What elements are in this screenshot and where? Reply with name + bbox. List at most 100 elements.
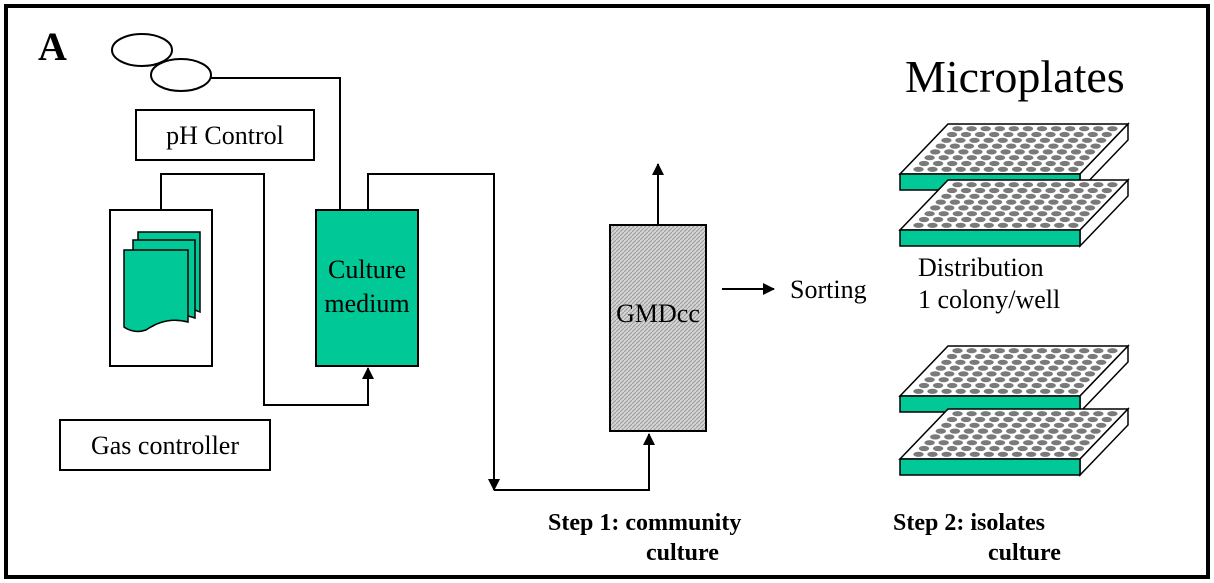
microplate-well <box>1084 205 1096 211</box>
microplate-well <box>1022 411 1034 417</box>
microplate-well <box>1056 205 1068 211</box>
microplate-well <box>1025 422 1037 428</box>
microplate-well <box>975 445 986 452</box>
step1-line2: culture <box>646 540 719 566</box>
microplate-well <box>1051 211 1062 217</box>
microplate-well <box>1025 193 1037 199</box>
microplate-well <box>1054 388 1065 394</box>
microplate-well <box>944 149 955 155</box>
microplate-well <box>1019 428 1031 434</box>
microplate-well <box>1011 193 1022 199</box>
microplate-well <box>952 377 963 383</box>
microplate-well <box>989 187 1000 194</box>
microplate-well <box>1045 160 1056 167</box>
microplate-well <box>1056 149 1068 155</box>
microplate-well <box>1059 160 1071 167</box>
microplate-well <box>966 126 977 132</box>
microplate-well <box>1050 182 1062 188</box>
stacked-sheets-icon <box>123 231 201 333</box>
microplate-well <box>960 187 972 194</box>
microplate-well <box>1093 348 1104 354</box>
microplate-well <box>980 411 991 417</box>
microplate-well <box>975 160 986 167</box>
microplate-well <box>997 137 1008 143</box>
microplate-well <box>1067 193 1079 199</box>
microplate-well <box>1006 428 1017 434</box>
microplate-well <box>980 440 992 446</box>
microplate-well <box>980 348 991 354</box>
microplate-well <box>963 428 975 434</box>
microplate-well <box>947 216 958 223</box>
microplate-well <box>1059 382 1071 389</box>
microplate-well <box>1064 411 1076 417</box>
microplate-well <box>924 440 935 446</box>
microplate-well <box>989 382 1000 389</box>
microplate-well <box>1003 416 1014 423</box>
microplate-well <box>997 222 1009 228</box>
microplate-well <box>1096 359 1107 365</box>
microplate-well <box>983 222 994 228</box>
microplate-well <box>1081 193 1093 199</box>
microplate-well <box>1036 182 1048 188</box>
gas-controller-label: Gas controller <box>91 431 239 460</box>
microplate-well <box>1011 388 1023 394</box>
microplate-well <box>997 193 1008 199</box>
microplate-well <box>1025 166 1037 172</box>
microplate-well <box>1073 216 1085 223</box>
microplate-well <box>958 205 969 211</box>
microplate-well <box>932 160 944 167</box>
microplate-well <box>952 182 963 188</box>
microplate-well <box>1036 411 1048 417</box>
microplate-well <box>1081 137 1093 143</box>
microplate-well <box>1031 382 1042 389</box>
microplate-well <box>997 388 1009 394</box>
step2-line1: Step 2: isolates <box>893 510 1045 536</box>
microplate-well <box>944 371 955 377</box>
microplate-well <box>1090 365 1101 371</box>
microplate-well <box>1011 451 1023 457</box>
microplate-well <box>918 160 930 167</box>
microplate-well <box>1056 371 1068 377</box>
microplate-well <box>994 211 1006 217</box>
distribution-line2: 1 colony/well <box>918 285 1060 314</box>
microplate-well <box>1054 222 1065 228</box>
microplate-well <box>952 211 963 217</box>
microplate-well <box>1045 131 1056 138</box>
microplate-well <box>927 166 938 172</box>
microplate-well <box>966 155 978 161</box>
microplate-well <box>1093 126 1104 132</box>
microplate-well <box>1031 216 1042 223</box>
microplate-well <box>952 155 963 161</box>
microplate-well <box>961 382 972 389</box>
microplate-icon <box>898 344 1130 414</box>
microplate-well <box>960 131 972 138</box>
microplate-well <box>1006 143 1017 149</box>
microplate-well <box>983 451 994 457</box>
microplate-well <box>1050 348 1062 354</box>
microplate-well <box>1045 382 1056 389</box>
panel-label: A <box>38 24 67 69</box>
microplate-well <box>1017 160 1028 167</box>
microplate-well <box>1062 365 1073 371</box>
microplate-well <box>1073 382 1085 389</box>
microplate-well <box>1084 371 1096 377</box>
microplate-well <box>977 428 989 434</box>
microplate-well <box>1039 193 1051 199</box>
microplate-well <box>944 434 955 440</box>
microplate-well <box>1065 155 1076 161</box>
microplate-well <box>966 348 977 354</box>
microplate-well <box>1056 434 1068 440</box>
microplate-well <box>930 205 941 211</box>
microplate-well <box>966 440 978 446</box>
microplate-well <box>1008 377 1020 383</box>
microplate-well <box>955 451 966 457</box>
microplate-well <box>1059 445 1071 452</box>
microplate-well <box>924 211 935 217</box>
microplate-well <box>1070 205 1082 211</box>
microplate-well <box>986 371 997 377</box>
microplate-well <box>1053 137 1065 143</box>
microplate-well <box>935 428 946 434</box>
microplate-well <box>1090 143 1101 149</box>
microplate-well <box>1037 440 1048 446</box>
microplate-well <box>972 149 983 155</box>
